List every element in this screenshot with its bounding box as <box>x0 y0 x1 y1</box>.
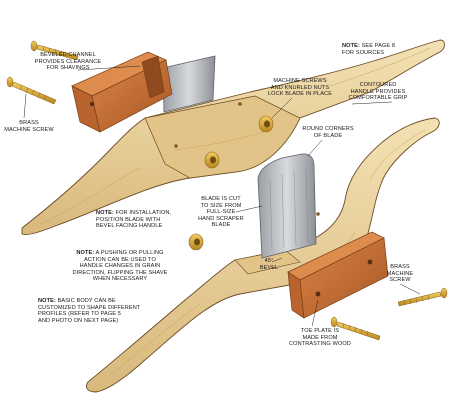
nut-hole <box>264 120 270 128</box>
screw-head <box>6 76 14 88</box>
blade-cut-label: BLADE IS CUT TO SIZE FROM FULL-SIZE HAND… <box>198 196 244 229</box>
leader-contoured-handle <box>351 101 393 105</box>
nut-hole <box>194 238 200 246</box>
leader-lines <box>23 65 421 327</box>
leader-blade-cut <box>235 205 263 213</box>
screw-shank <box>397 291 442 307</box>
screw-shank <box>336 321 381 341</box>
round-corners-label: ROUND CORNERS OF BLADE <box>302 126 354 139</box>
leader-machine-screws <box>271 97 293 119</box>
contoured-handle-label: CONTOURED HANDLE PROVIDES COMFORTABLE GR… <box>348 82 408 102</box>
note-sources-label: NOTE: SEE PAGE 8 FOR SOURCES <box>342 43 396 56</box>
note-body-label: NOTE: BASIC BODY CAN BE CUSTOMIZED TO SH… <box>38 298 141 324</box>
screw-threads <box>403 294 430 306</box>
screw-head <box>30 40 38 52</box>
brass-machine-screw-left-label: BRASS MACHINE SCREW <box>4 120 54 133</box>
lower-body-hole <box>316 212 320 216</box>
nut-hole <box>210 156 216 164</box>
brass-machine-screw-right-label: BRASS MACHINE SCREW <box>386 264 414 284</box>
screw-shank <box>11 81 57 105</box>
note-install-label: NOTE: FOR INSTALLATION, POSITION BLADE W… <box>96 210 172 230</box>
lower-toe-plate-side <box>299 237 389 319</box>
screw-threads <box>342 322 369 337</box>
leader-45-bevel <box>271 257 283 263</box>
screw-head <box>330 316 338 328</box>
knurled-nut <box>188 233 204 251</box>
leader-round-corners <box>307 139 323 157</box>
machine-screws-label: MACHINE SCREWS AND KNURLED NUTS LOCK BLA… <box>267 78 333 98</box>
upper-body <box>21 39 445 235</box>
upper-body-hole <box>174 144 178 148</box>
toe-plate-hole <box>89 101 95 107</box>
leader-brass-screw-left <box>23 93 27 119</box>
screw-head <box>440 287 448 299</box>
note-head: NOTE: <box>342 43 360 49</box>
brass-screw-right-bottom <box>330 316 381 341</box>
toe-plate-label: TOE PLATE IS MADE FROM CONTRASTING WOOD <box>289 328 351 348</box>
note-head: NOTE: <box>38 298 56 304</box>
upper-body-front-face <box>144 95 301 179</box>
upper-body-hole <box>238 102 242 106</box>
screw-threads <box>42 45 69 59</box>
beveled-channel-label: BEVELED CHANNEL PROVIDES CLEARANCE FOR S… <box>34 52 102 72</box>
upper-toe-plate <box>71 51 173 133</box>
leader-toe-plate <box>311 299 319 327</box>
upper-body-grain <box>39 47 431 225</box>
note-head: NOTE: <box>76 250 95 256</box>
lower-toe-plate <box>287 231 389 319</box>
knurled-nut <box>258 115 274 133</box>
leader-brass-screw-right <box>399 283 421 295</box>
lower-blade-hatching <box>269 165 309 251</box>
note-push-label: NOTE: A PUSHING OR PULLING ACTION CAN BE… <box>72 250 168 283</box>
screw-threads <box>19 84 47 101</box>
lower-blade-shape <box>257 153 317 259</box>
brass-screw-top <box>30 40 79 61</box>
lower-blade <box>257 153 317 259</box>
toe-plate-hole <box>315 291 321 297</box>
screw-shank <box>36 44 79 61</box>
knurled-nut <box>204 151 220 169</box>
bevel-45-label: 45° BEVEL <box>259 258 279 271</box>
beveled-channel <box>141 55 165 99</box>
toe-plate-hole <box>367 259 373 265</box>
brass-screw-right-top <box>397 287 448 307</box>
brass-screw-left <box>6 76 57 105</box>
knurled-nuts <box>188 115 274 251</box>
note-head: NOTE: <box>96 210 114 216</box>
leader-beveled-channel <box>77 65 141 71</box>
